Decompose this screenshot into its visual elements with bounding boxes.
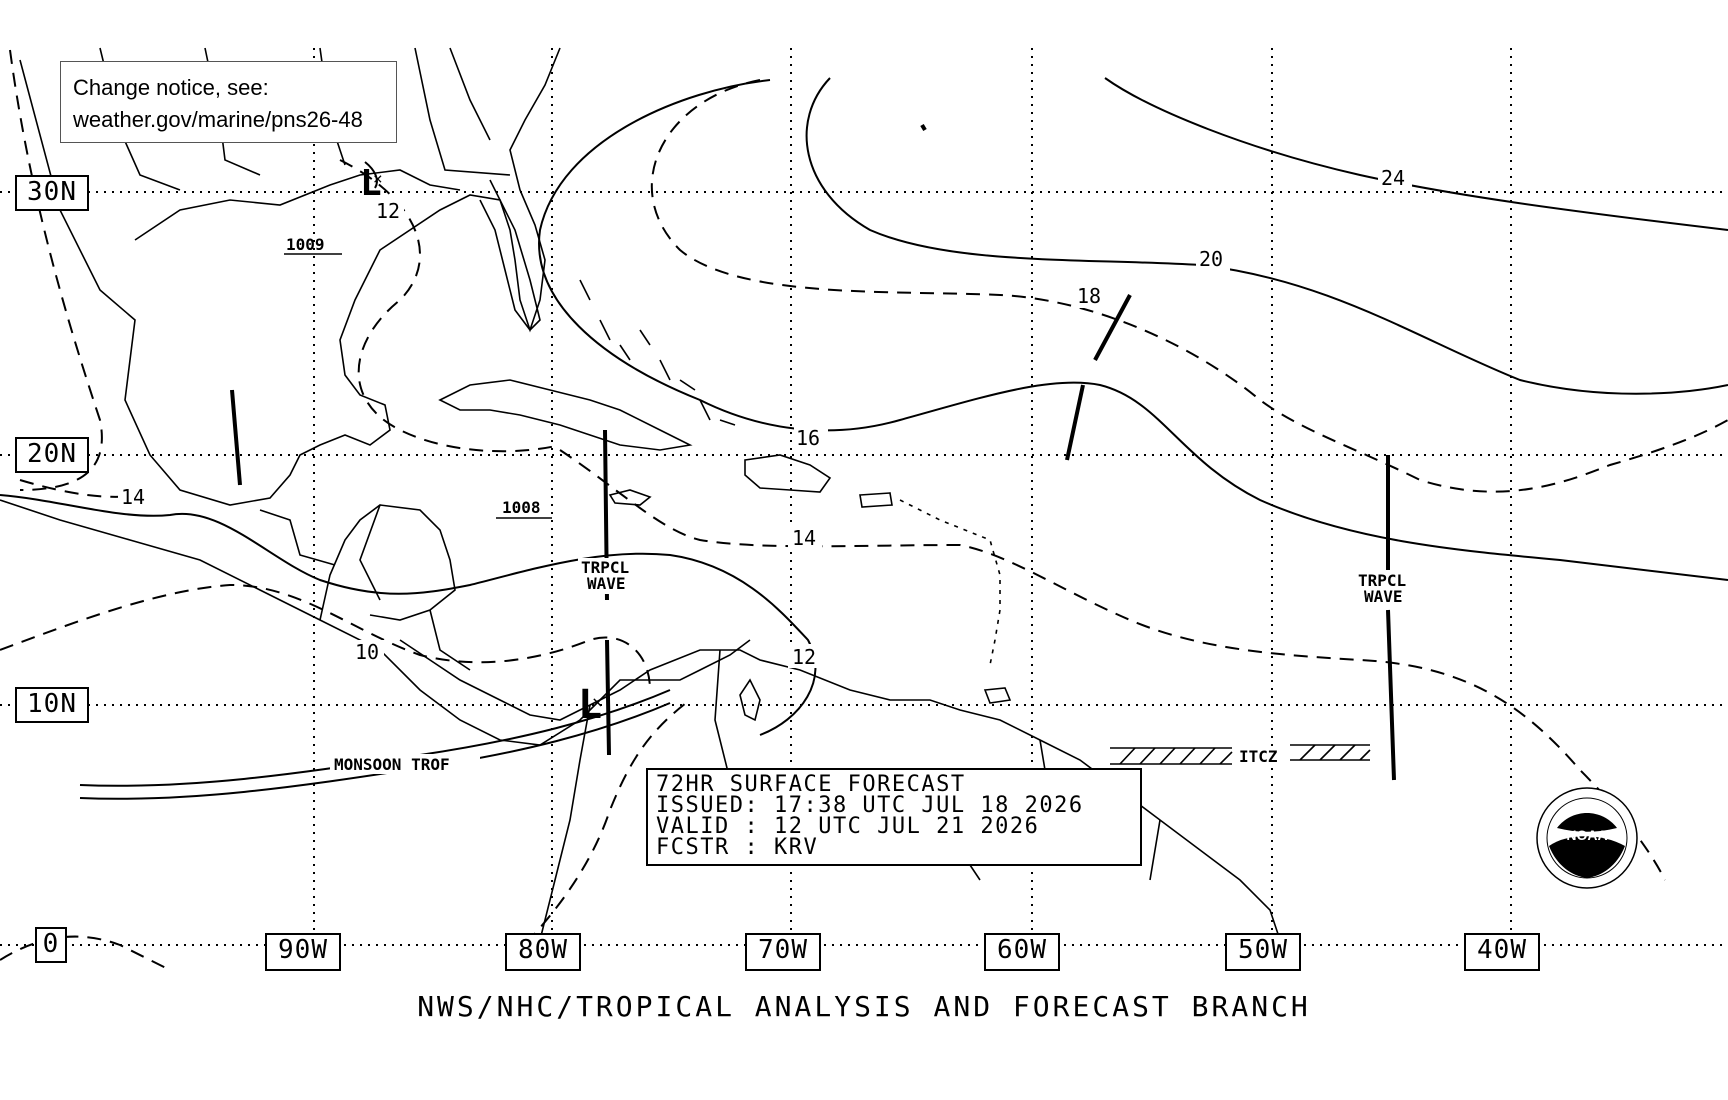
trinidad (983, 687, 1012, 704)
isobar-label-16: 16 (796, 426, 820, 450)
trough-atlantic-1 (1093, 294, 1132, 361)
lake-maracaibo (739, 678, 761, 722)
isobar-labels: 12 14 10 16 14 12 18 20 24 (118, 166, 1412, 669)
isobar-16 (538, 79, 1728, 581)
monsoon-trough-label: MONSOON TROF (334, 755, 450, 774)
svg-text:×: × (373, 169, 383, 188)
isobar-dashed-south (0, 935, 171, 971)
itcz-label: ITCZ (1239, 747, 1278, 766)
gulf-coast (19, 47, 561, 506)
isobar-dashed-gulf (339, 159, 561, 453)
trough-atlantic-3 (920, 123, 927, 132)
isobar-14-gulf (19, 479, 141, 498)
low-gulf-pressure: 1009 (286, 235, 325, 254)
lesser-antilles (899, 499, 1001, 666)
svg-text:×: × (592, 692, 603, 713)
isobar-dashed-sa (509, 699, 691, 961)
south-america-north-coast (589, 649, 1281, 941)
isobar-label-14-west: 14 (121, 485, 145, 509)
longitude-label-90w: 90W (265, 933, 341, 971)
mexico-pacific-coast (0, 499, 751, 746)
footer-credit: NWS/NHC/TROPICAL ANALYSIS AND FORECAST B… (417, 990, 1311, 1023)
isobar-label-10: 10 (355, 640, 379, 664)
tropical-wave-2-line1: TRPCL (1358, 571, 1406, 590)
latitude-label-30n: 30N (15, 175, 89, 211)
central-america (399, 639, 591, 721)
yucatan (319, 504, 456, 621)
isobar-label-24: 24 (1381, 166, 1405, 190)
state-border-4 (414, 47, 511, 176)
isobar-12-low (364, 161, 378, 189)
isobar-label-14-caribbean: 14 (792, 526, 816, 550)
longitude-label-40w: 40W (1464, 933, 1540, 971)
longitude-label-80w: 80W (505, 933, 581, 971)
isobar-14-east (559, 449, 1666, 881)
low-caribbean-symbol: L (578, 682, 602, 728)
state-border-5 (449, 47, 491, 141)
itcz (1110, 744, 1371, 765)
latitude-label-10n: 10N (15, 687, 89, 723)
isobars-solid (0, 77, 1728, 800)
hispaniola (744, 454, 832, 493)
low-gulf: L × 1009 (284, 163, 383, 255)
feature-labels: TRPCL WAVE TRPCL WAVE MONSOON TROF ITCZ (330, 558, 1422, 774)
tropical-wave-axis-2 (1386, 455, 1396, 781)
isobar-label-12-caribbean: 12 (792, 645, 816, 669)
cuba (438, 379, 693, 451)
longitude-label-60w: 60W (984, 933, 1060, 971)
isobar-12 (0, 494, 817, 736)
trough-gulf (230, 389, 242, 486)
puerto-rico (859, 492, 893, 508)
change-notice: Change notice, see: weather.gov/marine/p… (60, 61, 397, 143)
noaa-logo-text: NOAA (1566, 827, 1607, 843)
isobar-16-dashed (650, 79, 1728, 493)
longitude-label-50w: 50W (1225, 933, 1301, 971)
isobar-24 (1104, 77, 1728, 231)
longitude-label-70w: 70W (745, 933, 821, 971)
tropical-wave-1-line2: WAVE (587, 574, 626, 593)
latitude-label-20n: 20N (15, 437, 89, 473)
change-notice-line1: Change notice, see: (73, 75, 269, 100)
tropical-wave-2-line2: WAVE (1364, 587, 1403, 606)
low-caribbean: L × 1008 (496, 498, 603, 728)
isobar-label-20: 20 (1199, 247, 1223, 271)
central-america-borders (259, 504, 471, 671)
low-gulf-symbol: L (360, 163, 382, 204)
trough-atlantic-2 (1065, 384, 1085, 461)
bahamas (579, 279, 736, 426)
isobars-dashed (0, 49, 1728, 971)
florida (479, 179, 541, 332)
change-notice-link[interactable]: weather.gov/marine/pns26-48 (73, 107, 363, 132)
forecast-issued: ISSUED: 17:38 UTC JUL 18 2026 (656, 793, 1084, 818)
noaa-logo: NOAA (1536, 787, 1638, 889)
low-caribbean-pressure: 1008 (502, 498, 541, 517)
forecast-valid: VALID : 12 UTC JUL 21 2026 (656, 814, 1040, 839)
us-gulf-north-coast (134, 169, 461, 241)
isobar-label-18: 18 (1077, 284, 1101, 308)
isobar-10 (0, 583, 651, 691)
isobar-20 (805, 77, 1728, 395)
tropical-wave-1-line1: TRPCL (581, 558, 629, 577)
forecast-title: 72HR SURFACE FORECAST (656, 772, 966, 797)
forecast-forecaster: FCSTR : KRV (656, 835, 819, 860)
latitude-label-0: 0 (35, 927, 67, 963)
jamaica (608, 489, 652, 506)
forecast-info-box: 72HR SURFACE FORECAST ISSUED: 17:38 UTC … (646, 768, 1142, 866)
isobar-label-12-gulf: 12 (376, 199, 400, 223)
tropical-waves (230, 123, 1396, 781)
